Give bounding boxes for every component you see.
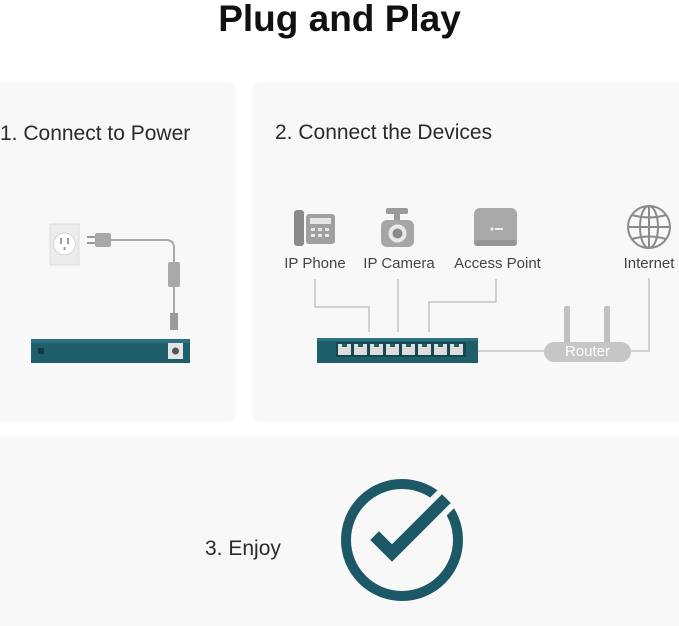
connect-power-panel <box>0 82 236 422</box>
connection-lines <box>314 278 650 352</box>
access-point-label: Access Point <box>454 255 541 272</box>
router-icon <box>544 306 631 362</box>
internet-label: Internet <box>623 255 675 272</box>
page-title: Plug and Play <box>218 0 461 39</box>
connect-devices-panel <box>252 82 679 422</box>
ip-phone-label: IP Phone <box>284 255 346 272</box>
plug-and-play-diagram <box>31 205 671 601</box>
power-plug-icon <box>87 233 111 247</box>
power-adapter <box>168 262 180 287</box>
ip-camera-label: IP Camera <box>363 255 435 272</box>
switch-front <box>317 338 478 363</box>
dc-connector <box>170 313 178 330</box>
step-connect-devices: 2. Connect the Devices <box>275 121 493 144</box>
wall-outlet-icon <box>49 223 80 266</box>
step-enjoy: 3. Enjoy <box>205 537 281 560</box>
enjoy-panel <box>0 436 679 626</box>
power-cable <box>111 239 175 262</box>
checkmark-icon <box>341 479 463 601</box>
step-connect-power: 1. Connect to Power <box>0 122 191 145</box>
router-label: Router <box>564 343 611 360</box>
ip-phone-icon <box>294 210 335 246</box>
switch-rear <box>31 339 190 363</box>
globe-icon <box>627 205 671 249</box>
access-point-icon <box>474 208 517 246</box>
ip-camera-icon <box>381 208 414 247</box>
